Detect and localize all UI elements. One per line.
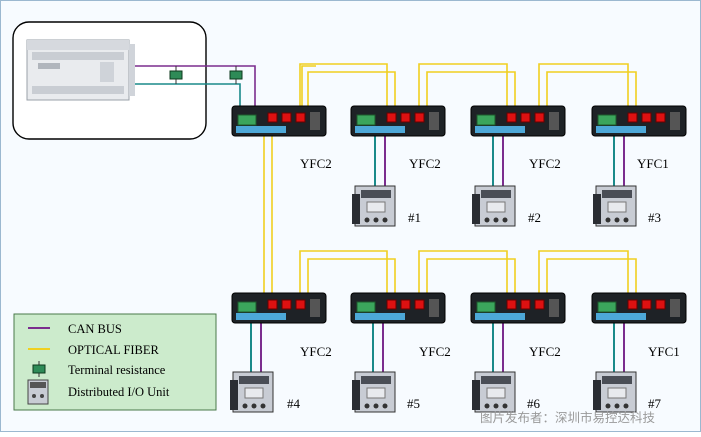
- converter-label: YFC2: [300, 344, 332, 359]
- converter-label: YFC1: [637, 156, 669, 171]
- distributed-io-unit-icon: [472, 185, 516, 227]
- io-unit-label: #1: [408, 210, 421, 225]
- io-unit-label: #2: [528, 210, 541, 225]
- io-unit-label: #5: [407, 396, 420, 411]
- fiber-converter: [591, 292, 687, 324]
- converter-label: YFC2: [529, 156, 561, 171]
- converter-label: YFC2: [529, 344, 561, 359]
- distributed-io-unit-icon: [593, 371, 637, 413]
- watermark: 图片发布者：深圳市易控达科技: [480, 410, 656, 425]
- fiber-converter: [591, 105, 687, 137]
- can-bus-line: [135, 65, 256, 106]
- io-unit-label: #3: [648, 210, 661, 225]
- converter-label: YFC2: [409, 156, 441, 171]
- can-bus-line: [135, 83, 241, 106]
- converter-label: YFC2: [419, 344, 451, 359]
- fiber-converter: [470, 292, 566, 324]
- distributed-io-unit-icon: [593, 185, 637, 227]
- converter-label: YFC1: [648, 344, 680, 359]
- legend-terminal-resistance: Terminal resistance: [68, 363, 166, 377]
- fiber-converter: [350, 105, 446, 137]
- optical-fiber-link: [307, 71, 396, 106]
- legend-can-bus: CAN BUS: [68, 322, 122, 336]
- optical-fiber-link: [546, 258, 637, 293]
- terminal-resistance-icon: [32, 361, 46, 377]
- optical-fiber-link: [418, 63, 508, 106]
- optical-fiber-link: [299, 250, 388, 293]
- optical-fiber-link: [546, 71, 637, 106]
- distributed-io-unit-icon: [472, 371, 516, 413]
- legend: CAN BUS OPTICAL FIBER Terminal resistanc…: [13, 313, 217, 411]
- fiber-converter: [470, 105, 566, 137]
- plc-controller: [12, 21, 207, 140]
- legend-io-unit: Distributed I/O Unit: [68, 385, 170, 399]
- distributed-io-unit-icon: [352, 185, 396, 227]
- optical-fiber-link: [426, 71, 516, 106]
- optical-fiber-link: [307, 258, 396, 293]
- io-unit-legend-icon: [27, 379, 49, 405]
- optical-fiber-link: [299, 63, 388, 106]
- terminal-resistance-icon: [229, 66, 243, 84]
- optical-fiber-link: [301, 65, 316, 106]
- optical-fiber-link: [418, 250, 508, 293]
- fiber-converter: [231, 105, 327, 137]
- fiber-converter: [350, 292, 446, 324]
- optical-fiber-link: [426, 258, 516, 293]
- distributed-io-unit-icon: [230, 371, 274, 413]
- optical-fiber-link: [538, 250, 629, 293]
- converter-label: YFC2: [300, 156, 332, 171]
- distributed-io-unit-icon: [352, 371, 396, 413]
- io-unit-label: #6: [527, 396, 541, 411]
- terminal-resistance-icon: [169, 66, 183, 84]
- io-unit-label: #7: [648, 396, 662, 411]
- fiber-converter: [231, 292, 327, 324]
- legend-optical-fiber: OPTICAL FIBER: [68, 343, 160, 357]
- io-unit-label: #4: [287, 396, 301, 411]
- optical-fiber-link: [538, 63, 629, 106]
